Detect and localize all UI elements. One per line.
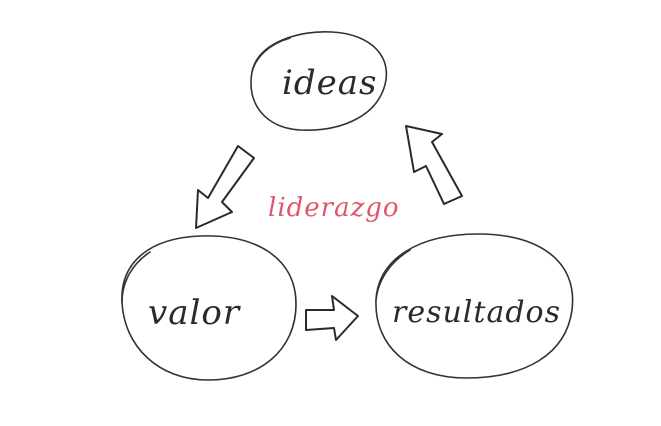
node-ideas: ideas: [250, 31, 388, 131]
label-valor: valor: [148, 293, 241, 333]
ellipse-resultados: [375, 233, 574, 379]
node-valor: valor: [121, 235, 297, 381]
ellipse-ideas: [250, 31, 388, 131]
label-ideas: ideas: [282, 63, 377, 103]
arrow-resultados-to-ideas: [405, 125, 463, 205]
label-liderazgo: liderazgo: [268, 193, 400, 223]
node-resultados: resultados: [375, 233, 574, 379]
arrow-valor-to-resultados: [305, 295, 359, 341]
ellipse-ideas-overlap: [251, 37, 291, 73]
label-resultados: resultados: [392, 295, 561, 330]
ellipse-resultados-overlap: [375, 249, 411, 301]
arrow-ideas-to-valor: [195, 145, 255, 229]
ellipse-valor: [121, 235, 297, 381]
ellipse-valor-overlap: [121, 251, 151, 303]
